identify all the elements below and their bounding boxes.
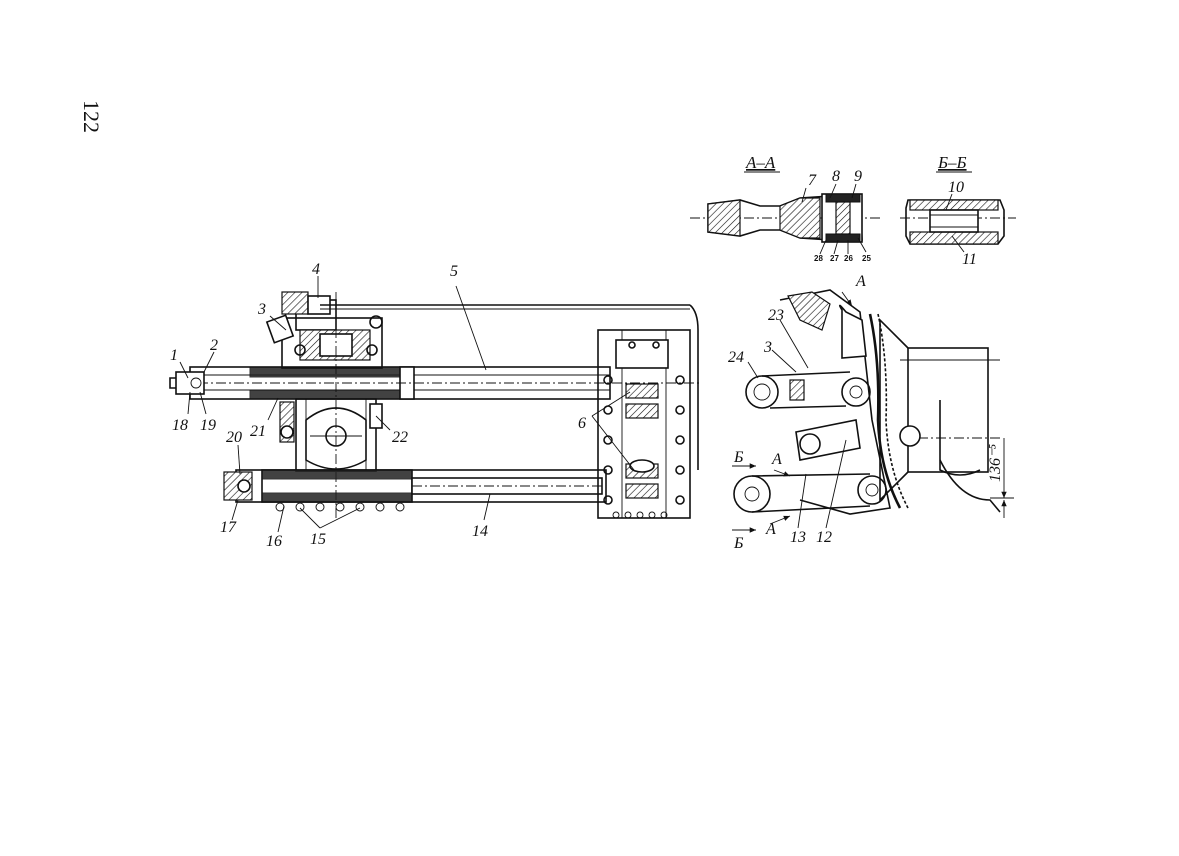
section-bb-leaders	[945, 193, 965, 253]
label-2: 2	[210, 337, 218, 354]
lower-beam	[223, 469, 607, 512]
label-25: 25	[862, 254, 871, 263]
label-6: 6	[578, 415, 586, 432]
section-title-aa: А–А	[745, 153, 776, 172]
label-12: 12	[816, 529, 832, 546]
label-16: 16	[266, 533, 282, 550]
label-18: 18	[172, 417, 188, 434]
cut-label-a-mid: А	[771, 451, 782, 468]
label-22: 22	[392, 429, 408, 446]
label-10: 10	[948, 179, 964, 196]
label-7: 7	[808, 172, 817, 189]
label-13: 13	[790, 529, 806, 546]
label-14: 14	[472, 523, 488, 540]
cut-label-b-bot: Б	[733, 535, 744, 552]
label-3-side: 3	[763, 339, 772, 356]
callout-labels: 1 2 3 4 5 6 7 8 9 10 11 12 13 14 15 16 1…	[170, 168, 1004, 552]
label-28: 28	[814, 254, 823, 263]
plan-view	[169, 291, 700, 520]
side-view-leaders	[747, 319, 847, 529]
label-27: 27	[830, 254, 839, 263]
label-4: 4	[312, 261, 320, 278]
turntable	[279, 398, 383, 472]
label-24: 24	[728, 349, 744, 366]
side-view	[732, 289, 1014, 533]
section-bb-view	[900, 199, 1016, 245]
label-17: 17	[220, 519, 237, 536]
cut-label-a-bot: А	[765, 521, 776, 538]
label-26: 26	[844, 254, 853, 263]
label-3: 3	[257, 301, 266, 318]
label-11: 11	[962, 251, 977, 268]
label-20: 20	[226, 429, 242, 446]
plan-leaders	[179, 276, 635, 533]
section-aa-view	[690, 193, 880, 243]
section-aa-leaders	[801, 183, 867, 255]
label-9: 9	[854, 168, 862, 185]
gearbox-housing	[265, 291, 699, 520]
label-1: 1	[170, 347, 178, 364]
right-bracket	[597, 329, 691, 519]
label-19: 19	[200, 417, 216, 434]
cut-label-a-top: А	[855, 273, 866, 290]
label-23: 23	[768, 307, 784, 324]
section-title-bb: Б–Б	[937, 153, 967, 172]
label-8: 8	[832, 168, 840, 185]
dimension-label: 136⁻⁵	[987, 444, 1004, 482]
cut-label-b-top: Б	[733, 449, 744, 466]
label-21: 21	[250, 423, 266, 440]
section-titles: А–А Б–Б	[744, 153, 972, 173]
label-15: 15	[310, 531, 326, 548]
label-5: 5	[450, 263, 458, 280]
